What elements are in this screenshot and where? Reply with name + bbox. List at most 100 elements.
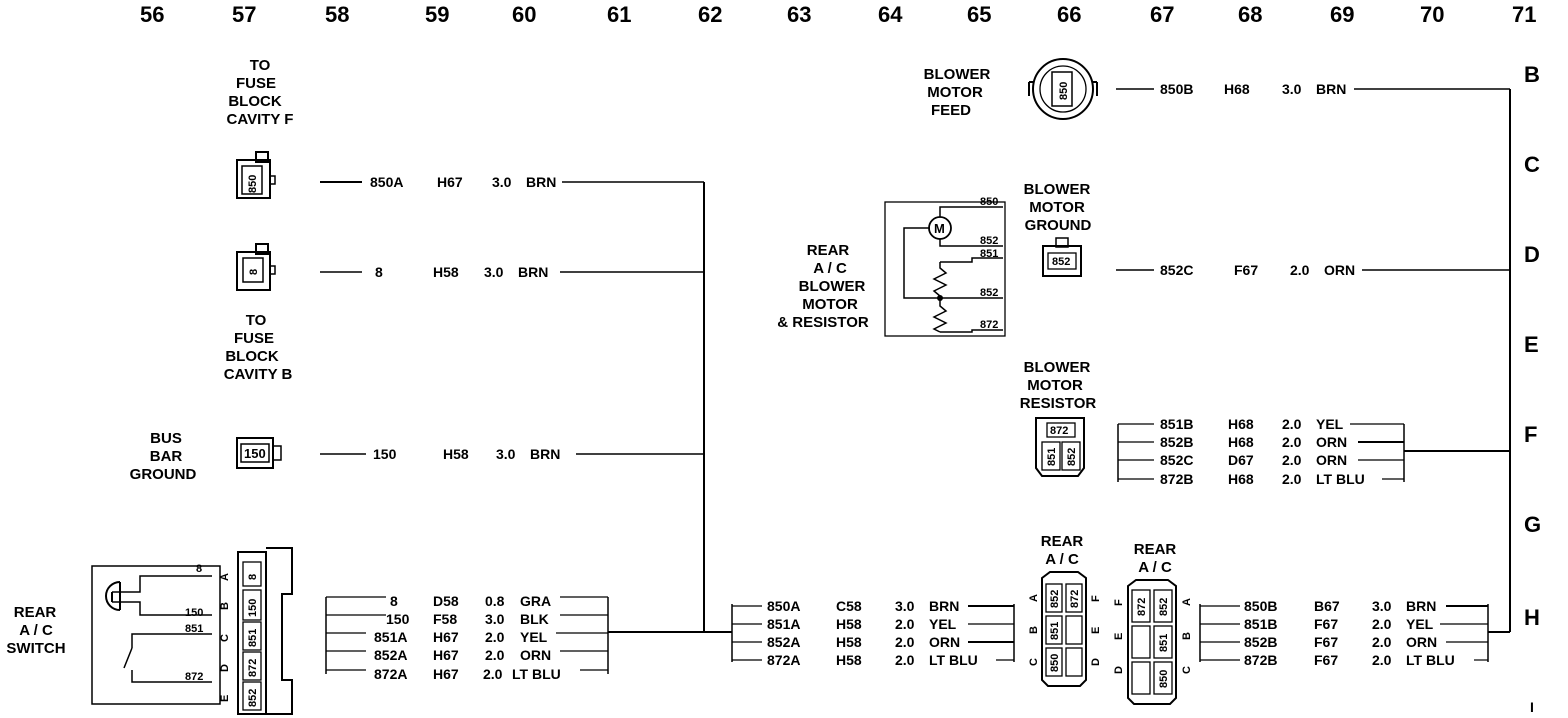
right-row-1-loc: B67 (1314, 598, 1340, 614)
sw-row-5-loc: H67 (433, 666, 459, 682)
grid-letter-i: I (1530, 699, 1534, 715)
conn1-letter-a: A (1028, 594, 1040, 602)
switch-letter-d: D (219, 664, 231, 672)
wire-150-circuit: 150 (373, 446, 397, 462)
res-row-2-gauge: 2.0 (1282, 434, 1302, 450)
right-row-3-circuit: 852B (1244, 634, 1277, 650)
mid-row-4-gauge: 2.0 (895, 652, 915, 668)
rear-ac-blower-motor-resistor: REAR A / C BLOWER MOTOR & RESISTOR M 850… (777, 196, 1006, 337)
grid-number-58: 58 (325, 2, 349, 27)
res-row-4-loc: H68 (1228, 471, 1254, 487)
grid-number-59: 59 (425, 2, 449, 27)
wire-8-loc: H58 (433, 264, 459, 280)
conn1-pin-852: 852 (1049, 590, 1061, 608)
switch-lamp-icon (105, 581, 124, 611)
ground-title-3: GROUND (1025, 217, 1092, 234)
mid-row-1-color: BRN (929, 598, 959, 614)
switch-title-2: A / C (19, 622, 53, 639)
rbm-title-3: BLOWER (799, 278, 866, 295)
switch-letter-a: A (219, 573, 231, 581)
wire-850a-circuit: 850A (370, 174, 403, 190)
wire-150-gauge: 3.0 (496, 446, 516, 462)
fuse-f-title-3: BLOCK (228, 93, 281, 110)
rbm-title-2: A / C (813, 260, 847, 277)
wire-850b-loc: H68 (1224, 81, 1250, 97)
rbm-pin-850: 850 (980, 196, 998, 208)
conn1-pin-850: 850 (1049, 654, 1061, 672)
mid-row-2-gauge: 2.0 (895, 616, 915, 632)
res-row-4-circuit: 872B (1160, 471, 1193, 487)
middle-harness: 850A C58 3.0 BRN 851A H58 2.0 YEL 852A H… (731, 598, 1015, 668)
conn1-pin-851: 851 (1049, 622, 1061, 640)
right-row-4-loc: F67 (1314, 652, 1338, 668)
conn2-letter-f: F (1113, 599, 1125, 606)
conn1-title-2: A / C (1045, 551, 1079, 568)
sw-row-2-circuit: 150 (386, 611, 410, 627)
conn2-letter-c: C (1181, 666, 1193, 674)
blower-motor-feed: BLOWER MOTOR FEED 850 850B H68 3.0 BRN (924, 58, 1510, 120)
sw-row-3-gauge: 2.0 (485, 629, 505, 645)
switch-pin-8: 8 (196, 563, 202, 575)
feed-title-2: MOTOR (927, 84, 983, 101)
grid-letter-b: B (1524, 62, 1540, 87)
rbm-title-4: MOTOR (802, 296, 858, 313)
grid-letter-g: G (1524, 512, 1541, 537)
feed-pin-label: 850 (1058, 82, 1070, 100)
right-row-3-gauge: 2.0 (1372, 634, 1392, 650)
sw-row-3-circuit: 851A (374, 629, 407, 645)
wire-850a-color: BRN (526, 174, 556, 190)
rbm-pin-852: 852 (980, 235, 998, 247)
res-row-3-circuit: 852C (1160, 452, 1193, 468)
switch-title-3: SWITCH (6, 640, 65, 657)
switch-title-1: REAR (14, 604, 57, 621)
wire-852c-circuit: 852C (1160, 262, 1193, 278)
mid-row-2-loc: H58 (836, 616, 862, 632)
switch-harness: 8 D58 0.8 GRA 150 F58 3.0 BLK 851A H67 2… (325, 593, 732, 682)
motor-icon: M (928, 216, 952, 240)
conn1-letter-f: F (1090, 595, 1102, 602)
grid-number-66: 66 (1057, 2, 1081, 27)
conn1-letter-c: C (1028, 658, 1040, 666)
left-top-wires: 850A H67 3.0 BRN 8 H58 3.0 BRN 150 H58 3… (320, 174, 705, 632)
grid-number-67: 67 (1150, 2, 1174, 27)
ground-title-1: BLOWER (1024, 181, 1091, 198)
right-row-4-gauge: 2.0 (1372, 652, 1392, 668)
rbm-pin-852b: 852 (980, 287, 998, 299)
sw-row-1-gauge: 0.8 (485, 593, 505, 609)
grid-number-60: 60 (512, 2, 536, 27)
rear-ac-connector-2: REAR A / C 872 852 851 850 F E D A B C (1113, 541, 1193, 705)
fuse-b-pin-label: 8 (248, 269, 260, 275)
wire-150-loc: H58 (443, 446, 469, 462)
grid-column-numbers: 56 57 58 59 60 61 62 63 64 65 66 67 68 6… (140, 2, 1536, 27)
rbm-title-5: & RESISTOR (777, 314, 869, 331)
mid-row-3-circuit: 852A (767, 634, 800, 650)
sw-row-5-color: LT BLU (512, 666, 561, 682)
grid-number-61: 61 (607, 2, 631, 27)
grid-number-63: 63 (787, 2, 811, 27)
wire-850b-circuit: 850B (1160, 81, 1193, 97)
wire-850b-gauge: 3.0 (1282, 81, 1302, 97)
res-row-1-color: YEL (1316, 416, 1344, 432)
sw-row-3-color: YEL (520, 629, 548, 645)
wire-850b-color: BRN (1316, 81, 1346, 97)
right-row-3-loc: F67 (1314, 634, 1338, 650)
conn1-letter-b: B (1028, 626, 1040, 634)
wire-852c-loc: F67 (1234, 262, 1258, 278)
motor-label: M (934, 221, 945, 236)
grid-letter-h: H (1524, 605, 1540, 630)
blower-motor-ground: BLOWER MOTOR GROUND 852 852C F67 2.0 ORN (1024, 181, 1510, 278)
right-harness: 850B B67 3.0 BRN 851B F67 2.0 YEL 852B F… (1199, 598, 1510, 668)
fuse-block-cavity-b: 8 TO FUSE BLOCK CAVITY B (224, 243, 292, 383)
sw-row-4-circuit: 852A (374, 647, 407, 663)
conn2-title-2: A / C (1138, 559, 1172, 576)
res-row-3-color: ORN (1316, 452, 1347, 468)
rbm-pin-872: 872 (980, 319, 998, 331)
grid-letter-c: C (1524, 152, 1540, 177)
conn2-letter-a: A (1181, 598, 1193, 606)
wire-8-color: BRN (518, 264, 548, 280)
resistor-pin-872: 872 (1050, 425, 1068, 437)
right-row-3-color: ORN (1406, 634, 1437, 650)
feed-connector-icon: 850 (1028, 58, 1098, 120)
fuse-f-title-1: TO (250, 57, 271, 74)
wire-852c-gauge: 2.0 (1290, 262, 1310, 278)
